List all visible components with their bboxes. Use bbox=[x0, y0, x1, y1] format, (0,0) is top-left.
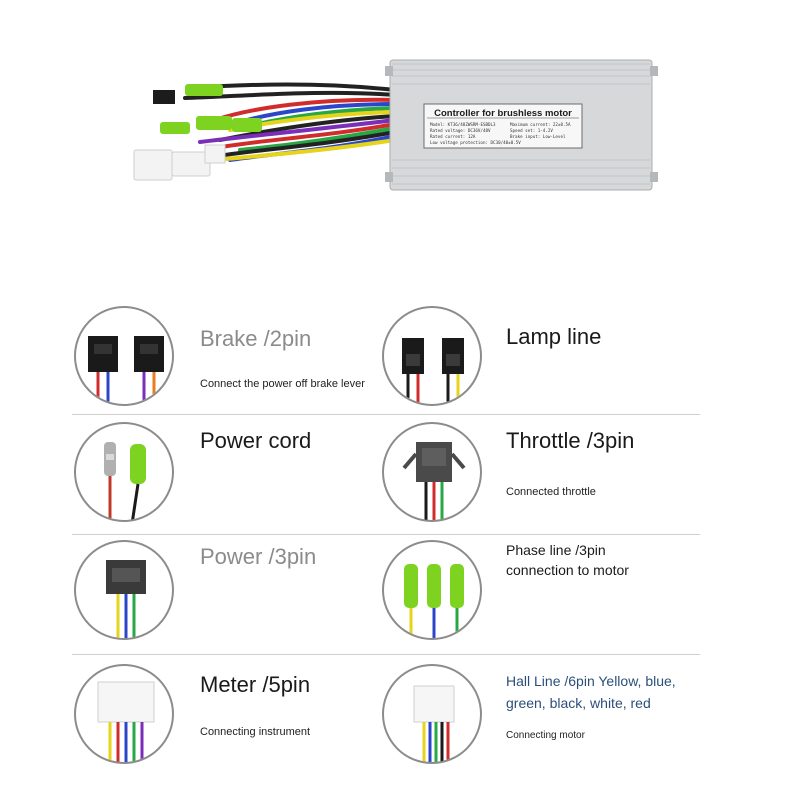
throttle-description: Connected throttle bbox=[506, 486, 596, 498]
lamp-connector-icon bbox=[382, 306, 482, 406]
row-separator bbox=[72, 414, 700, 415]
hall-connector-icon bbox=[382, 664, 482, 764]
power-cord-title: Power cord bbox=[200, 428, 312, 453]
power-title: Power /3pin bbox=[200, 544, 317, 569]
hall-title: Hall Line /6pin Yellow, blue, green, bla… bbox=[506, 673, 676, 711]
spec-rated-voltage: Rated voltage: DC36V/48V bbox=[430, 128, 491, 133]
brake-description: Connect the power off brake lever bbox=[200, 378, 365, 390]
power-connector-icon bbox=[74, 540, 174, 640]
brake-connector-icon bbox=[74, 306, 174, 406]
spec-model: Model: KT36/48ZWSRM-ESBDL3 bbox=[430, 122, 496, 127]
throttle-title: Throttle /3pin bbox=[506, 428, 635, 453]
spec-low-voltage: Low voltage protection: DC30/40±0.5V bbox=[430, 140, 521, 145]
power-cord-icon bbox=[74, 422, 174, 522]
meter-connector-icon bbox=[74, 664, 174, 764]
spec-brake-input: Brake input: Low-Level bbox=[510, 134, 566, 139]
throttle-connector-icon bbox=[382, 422, 482, 522]
lamp-title: Lamp line bbox=[506, 324, 602, 349]
phase-title: Phase line /3pin connection to motor bbox=[506, 542, 629, 578]
spec-speed-set: Speed set: 1-4.2V bbox=[510, 128, 553, 133]
controller-label-title: Controller for brushless motor bbox=[434, 108, 572, 119]
meter-description: Connecting instrument bbox=[200, 726, 311, 738]
spec-rated-current: Rated current: 12A bbox=[430, 134, 476, 139]
meter-title: Meter /5pin bbox=[200, 672, 311, 697]
brake-title: Brake /2pin bbox=[200, 326, 312, 351]
hall-description: Connecting motor bbox=[506, 730, 585, 741]
controller-photo: Controller for brushless motor Model: KT… bbox=[0, 0, 800, 260]
controller-illustration bbox=[133, 59, 658, 191]
phase-connector-icon bbox=[382, 540, 482, 640]
row-separator bbox=[72, 534, 700, 535]
row-separator bbox=[72, 654, 700, 655]
spec-max-current: Maximum current: 22±0.5A bbox=[510, 122, 571, 127]
